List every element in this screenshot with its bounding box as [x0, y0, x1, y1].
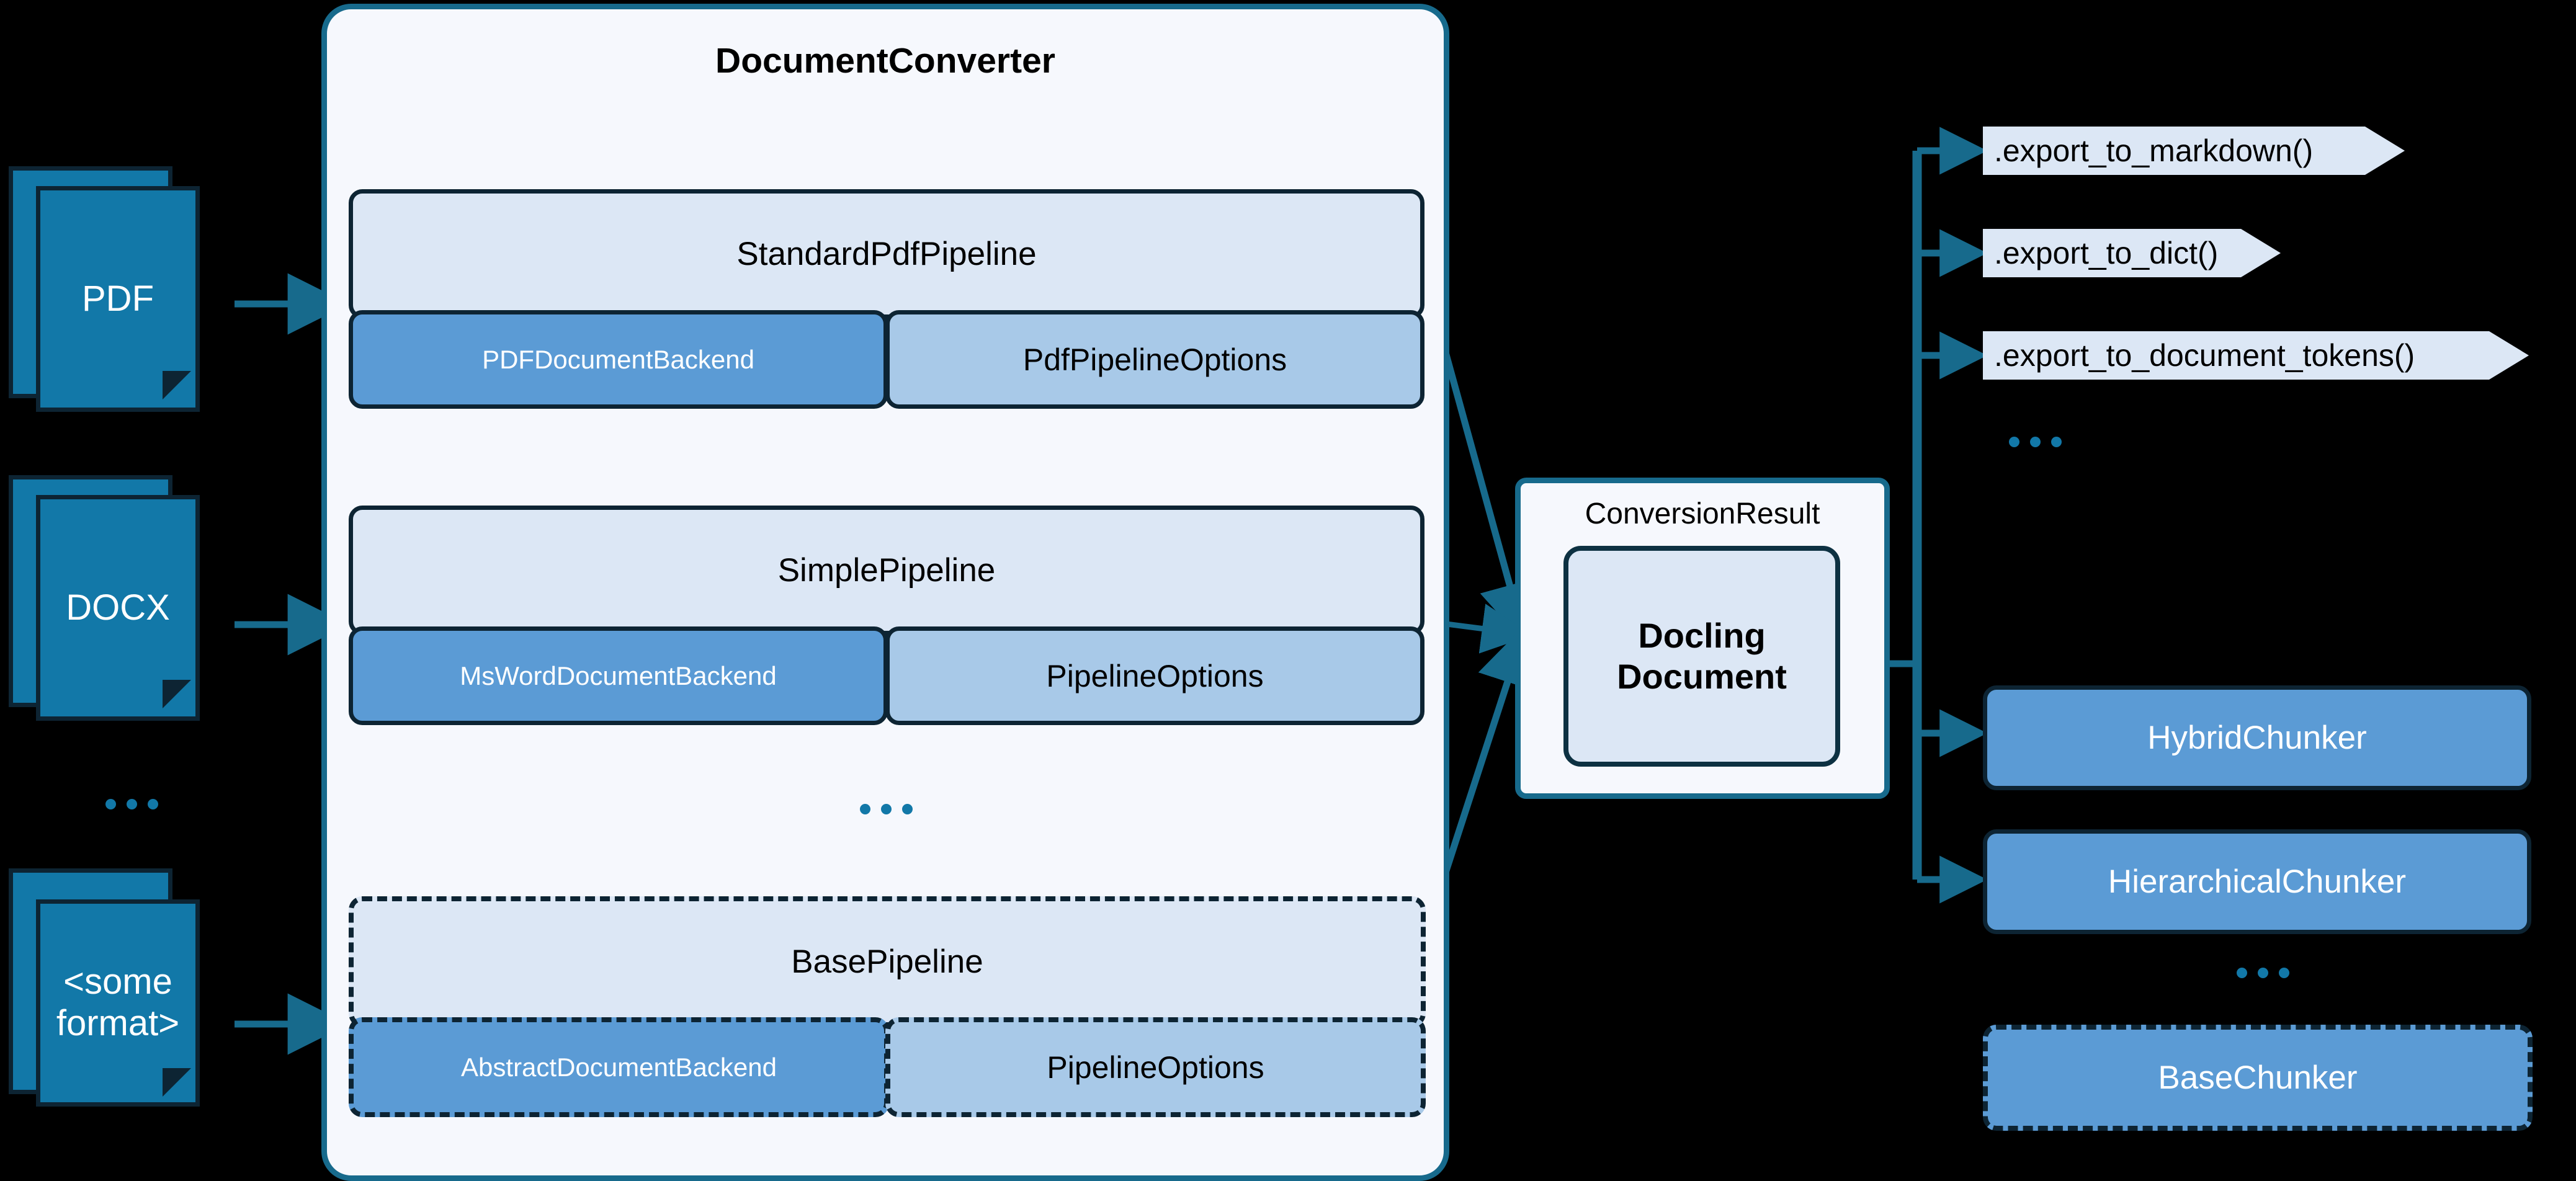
- backend-name: PDFDocumentBackend: [482, 344, 754, 374]
- dot: [2009, 437, 2019, 447]
- pipeline-name: StandardPdfPipeline: [736, 236, 1037, 272]
- chunker-hierarchicalchunker[interactable]: HierarchicalChunker: [1983, 829, 2531, 934]
- pipeline-options-pipelineoptions[interactable]: PipelineOptions: [885, 626, 1424, 725]
- dot: [2279, 968, 2289, 978]
- pipeline-name: BasePipeline: [791, 943, 983, 980]
- pipeline-options-pipelineoptions-base[interactable]: PipelineOptions: [885, 1017, 1426, 1117]
- dot: [148, 799, 158, 809]
- pipeline-backend-msworddocumentbackend[interactable]: MsWordDocumentBackend: [349, 626, 888, 725]
- export-method-markdown[interactable]: .export_to_markdown(): [1983, 127, 2405, 175]
- options-name: PipelineOptions: [1047, 1050, 1264, 1085]
- pipeline-backend-abstractdocumentbackend[interactable]: AbstractDocumentBackend: [349, 1017, 889, 1117]
- export-methods-ellipsis: [2009, 437, 2062, 447]
- export-method-label: .export_to_document_tokens(): [1994, 338, 2415, 373]
- pipeline-header-standardpdfpipeline[interactable]: StandardPdfPipeline: [349, 189, 1424, 319]
- docling-document-label: Docling Document: [1617, 615, 1787, 696]
- pipeline-name: SimplePipeline: [777, 552, 996, 589]
- pipeline-backend-pdfdocumentbackend[interactable]: PDFDocumentBackend: [349, 310, 888, 409]
- export-method-dict[interactable]: .export_to_dict(): [1983, 229, 2281, 277]
- options-name: PdfPipelineOptions: [1022, 342, 1287, 377]
- input-label-docx: DOCX: [66, 587, 170, 628]
- pipeline-header-basepipeline[interactable]: BasePipeline: [349, 896, 1426, 1027]
- options-name: PipelineOptions: [1046, 658, 1264, 693]
- chunker-label: HierarchicalChunker: [2108, 863, 2407, 900]
- dot: [2258, 968, 2268, 978]
- chunker-label: HybridChunker: [2147, 720, 2367, 756]
- dot: [127, 799, 137, 809]
- backend-name: MsWordDocumentBackend: [460, 661, 777, 690]
- input-document-someformat[interactable]: <some format>: [9, 868, 239, 1110]
- input-documents-ellipsis: [105, 799, 158, 809]
- dot: [860, 804, 870, 814]
- converter-ellipsis: [860, 804, 913, 814]
- dot: [2030, 437, 2041, 447]
- export-method-label: .export_to_markdown(): [1994, 133, 2314, 168]
- dot: [2237, 968, 2247, 978]
- pipeline-header-simplepipeline[interactable]: SimplePipeline: [349, 506, 1424, 635]
- doc-fold-corner: [163, 680, 191, 708]
- chunkers-ellipsis: [2237, 968, 2289, 978]
- input-document-pdf[interactable]: PDF: [9, 166, 239, 412]
- dot: [2051, 437, 2062, 447]
- dot: [105, 799, 116, 809]
- conversion-result-label: ConversionResult: [1585, 497, 1820, 530]
- export-method-document-tokens[interactable]: .export_to_document_tokens(): [1983, 331, 2529, 380]
- page-title: DocumentConverter: [715, 41, 1055, 81]
- doc-fold-corner: [163, 371, 191, 399]
- export-method-label: .export_to_dict(): [1994, 236, 2219, 270]
- dot: [902, 804, 913, 814]
- chunker-label: BaseChunker: [2158, 1059, 2358, 1096]
- dot: [881, 804, 892, 814]
- chunker-hybridchunker[interactable]: HybridChunker: [1983, 685, 2531, 790]
- docling-document-box[interactable]: Docling Document: [1563, 546, 1840, 767]
- backend-name: AbstractDocumentBackend: [461, 1052, 777, 1082]
- pipeline-options-pdfpipelineoptions[interactable]: PdfPipelineOptions: [885, 310, 1424, 409]
- doc-fold-corner: [163, 1068, 191, 1097]
- input-label-someformat: <some format>: [56, 961, 180, 1043]
- input-label-pdf: PDF: [82, 278, 154, 319]
- input-document-docx[interactable]: DOCX: [9, 475, 239, 721]
- chunker-basechunker[interactable]: BaseChunker: [1983, 1025, 2533, 1131]
- doc-front-sheet: DOCX: [36, 495, 200, 721]
